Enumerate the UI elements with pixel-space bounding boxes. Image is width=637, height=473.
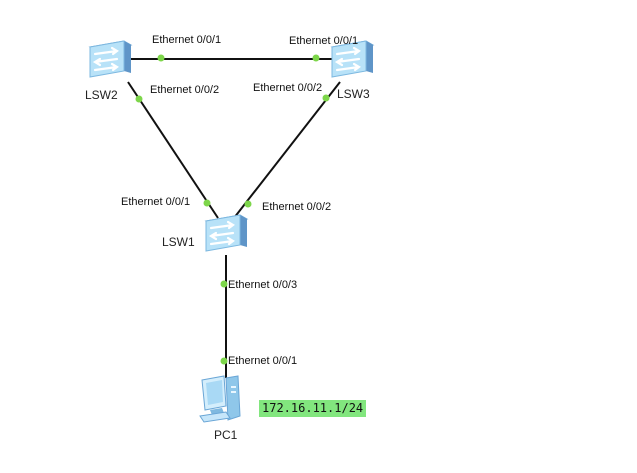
switch-icon xyxy=(330,40,375,78)
port-dot-lsw1-e001[interactable] xyxy=(203,199,211,207)
pc1-ip-address[interactable]: 172.16.11.1/24 xyxy=(259,400,367,417)
port-dot-lsw3-e001[interactable] xyxy=(312,54,320,62)
port-dot-lsw3-e002[interactable] xyxy=(322,94,330,102)
link-lsw2-lsw1[interactable] xyxy=(127,81,219,219)
port-label-lsw1-e002: Ethernet 0/0/2 xyxy=(262,201,332,213)
switch-icon xyxy=(204,214,249,252)
port-dot-lsw2-e001[interactable] xyxy=(157,54,165,62)
port-label-lsw2-e002: Ethernet 0/0/2 xyxy=(150,84,220,96)
device-label-pc1: PC1 xyxy=(214,428,238,442)
port-label-lsw2-e001: Ethernet 0/0/1 xyxy=(152,34,222,46)
port-label-lsw1-e003: Ethernet 0/0/3 xyxy=(228,279,298,291)
device-lsw3[interactable] xyxy=(327,37,377,81)
pc-icon xyxy=(199,375,241,423)
port-dot-lsw2-e002[interactable] xyxy=(135,95,143,103)
device-pc1[interactable] xyxy=(196,372,250,424)
device-lsw2[interactable] xyxy=(85,37,135,81)
switch-icon xyxy=(88,40,133,78)
device-label-lsw1: LSW1 xyxy=(162,235,195,249)
port-label-lsw3-e002: Ethernet 0/0/2 xyxy=(253,82,323,94)
port-dot-pc1-e001[interactable] xyxy=(220,357,228,365)
device-label-lsw3: LSW3 xyxy=(337,87,370,101)
device-label-lsw2: LSW2 xyxy=(85,88,118,102)
port-dot-lsw1-e003[interactable] xyxy=(220,280,228,288)
device-lsw1[interactable] xyxy=(201,211,251,255)
port-label-lsw3-e001: Ethernet 0/0/1 xyxy=(289,35,359,47)
link-lsw3-lsw1[interactable] xyxy=(233,81,341,219)
port-label-pc1-e001: Ethernet 0/0/1 xyxy=(228,355,298,367)
port-label-lsw1-e001: Ethernet 0/0/1 xyxy=(121,196,191,208)
port-dot-lsw1-e002[interactable] xyxy=(244,200,252,208)
